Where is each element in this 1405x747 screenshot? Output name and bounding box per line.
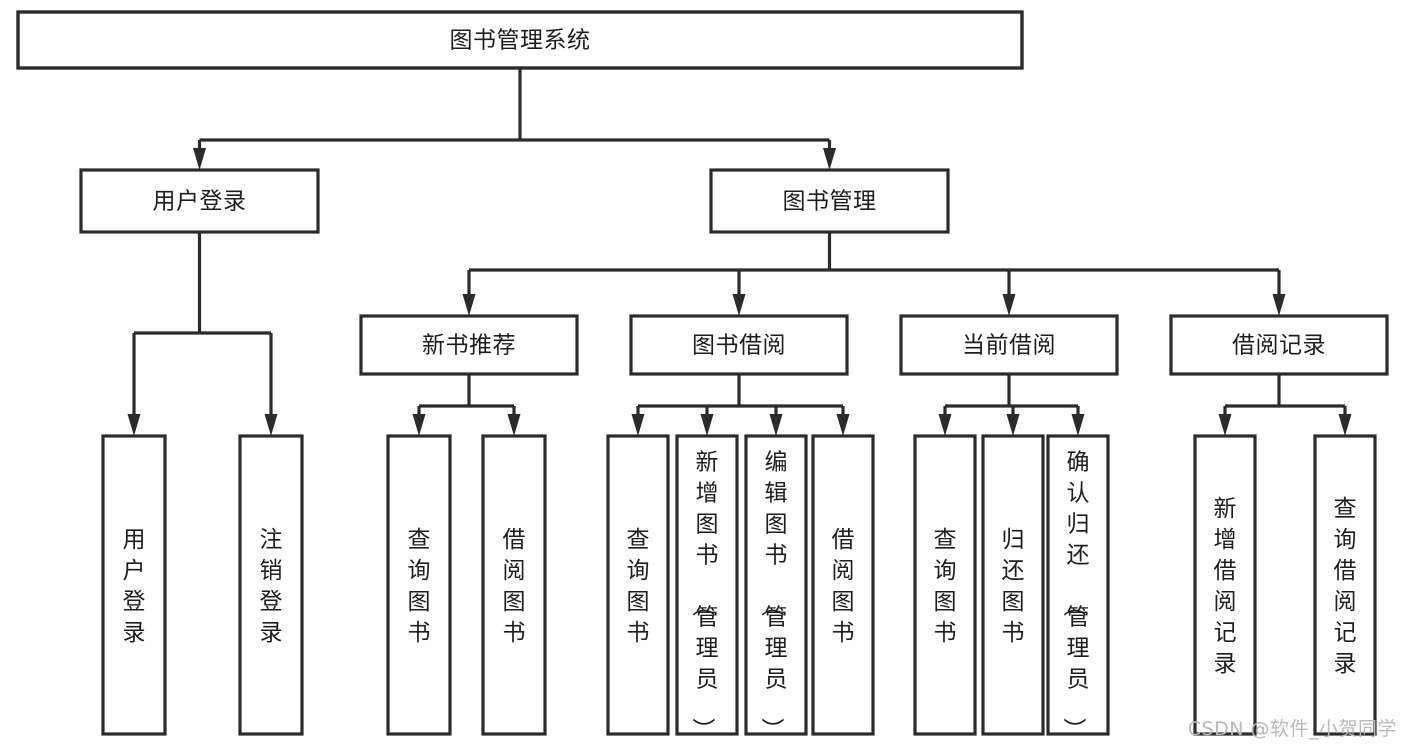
node-label: 用户登录 (153, 189, 247, 215)
node-label: 编辑图书（管理员） (759, 450, 788, 741)
node-box (606, 434, 670, 736)
node-label: 借阅图书 (832, 527, 855, 646)
node-l2-book-manage[interactable]: 图书管理 (709, 168, 950, 234)
node-label: 当前借阅 (962, 333, 1056, 359)
node-leaf-bb-query[interactable]: 查询图书 (606, 434, 670, 736)
node-box (1193, 434, 1257, 736)
node-box (811, 434, 875, 736)
node-root[interactable]: 图书管理系统 (16, 10, 1024, 70)
node-layer: 图书管理系统用户登录图书管理新书推荐图书借阅当前借阅借阅记录用户登录注销登录查询… (16, 10, 1389, 741)
node-box (629, 314, 849, 376)
node-box (359, 314, 579, 376)
node-leaf-rec-query[interactable]: 查询借阅记录 (1313, 434, 1377, 736)
node-box (675, 434, 739, 736)
node-leaf-user-logout[interactable]: 注销登录 (238, 434, 304, 736)
node-box (913, 434, 977, 736)
node-label: 图书管理 (783, 189, 877, 215)
node-leaf-nb-borrow[interactable]: 借阅图书 (481, 434, 547, 736)
node-leaf-rec-add[interactable]: 新增借阅记录 (1193, 434, 1257, 736)
node-box (1046, 434, 1110, 736)
node-label: 新书推荐 (422, 333, 516, 359)
node-leaf-bb-edit[interactable]: 编辑图书（管理员） (744, 434, 808, 741)
node-leaf-cur-query[interactable]: 查询图书 (913, 434, 977, 736)
node-l2-user-login[interactable]: 用户登录 (79, 168, 320, 234)
node-label: 图书管理系统 (450, 28, 591, 54)
node-l3-new-book[interactable]: 新书推荐 (359, 314, 579, 376)
node-label: 新增借阅记录 (1214, 496, 1237, 677)
node-label: 查询借阅记录 (1334, 496, 1357, 677)
node-label: 借阅图书 (503, 527, 526, 646)
node-label: 注销登录 (260, 527, 283, 646)
node-leaf-user-login[interactable]: 用户登录 (101, 434, 167, 736)
node-l3-current[interactable]: 当前借阅 (899, 314, 1119, 376)
node-l3-borrow[interactable]: 图书借阅 (629, 314, 849, 376)
node-label: 用户登录 (123, 527, 146, 646)
node-label: 归还图书 (1002, 527, 1025, 646)
node-label: 查询图书 (627, 527, 650, 646)
node-leaf-bb-borrow[interactable]: 借阅图书 (811, 434, 875, 736)
node-label: 查询图书 (408, 527, 431, 646)
node-box (899, 314, 1119, 376)
node-label: 图书借阅 (692, 333, 786, 359)
node-label: 新增图书（管理员） (690, 450, 719, 741)
node-box (744, 434, 808, 736)
node-leaf-cur-return[interactable]: 归还图书 (981, 434, 1045, 736)
node-l3-record[interactable]: 借阅记录 (1169, 314, 1389, 376)
node-box (79, 168, 320, 234)
node-box (16, 10, 1024, 70)
edge-layer (127, 68, 1352, 436)
node-label: 确认归还（管理员） (1061, 450, 1090, 741)
node-box (1313, 434, 1377, 736)
node-box (238, 434, 304, 736)
node-box (101, 434, 167, 736)
node-box (481, 434, 547, 736)
node-box (386, 434, 452, 736)
node-label: 查询图书 (934, 527, 957, 646)
node-label: 借阅记录 (1232, 333, 1326, 359)
node-box (709, 168, 950, 234)
node-box (1169, 314, 1389, 376)
node-box (981, 434, 1045, 736)
node-leaf-cur-confirm[interactable]: 确认归还（管理员） (1046, 434, 1110, 741)
watermark-label: CSDN @软件_小贺同学 (1187, 718, 1397, 740)
node-leaf-nb-query[interactable]: 查询图书 (386, 434, 452, 736)
node-leaf-bb-add[interactable]: 新增图书（管理员） (675, 434, 739, 741)
